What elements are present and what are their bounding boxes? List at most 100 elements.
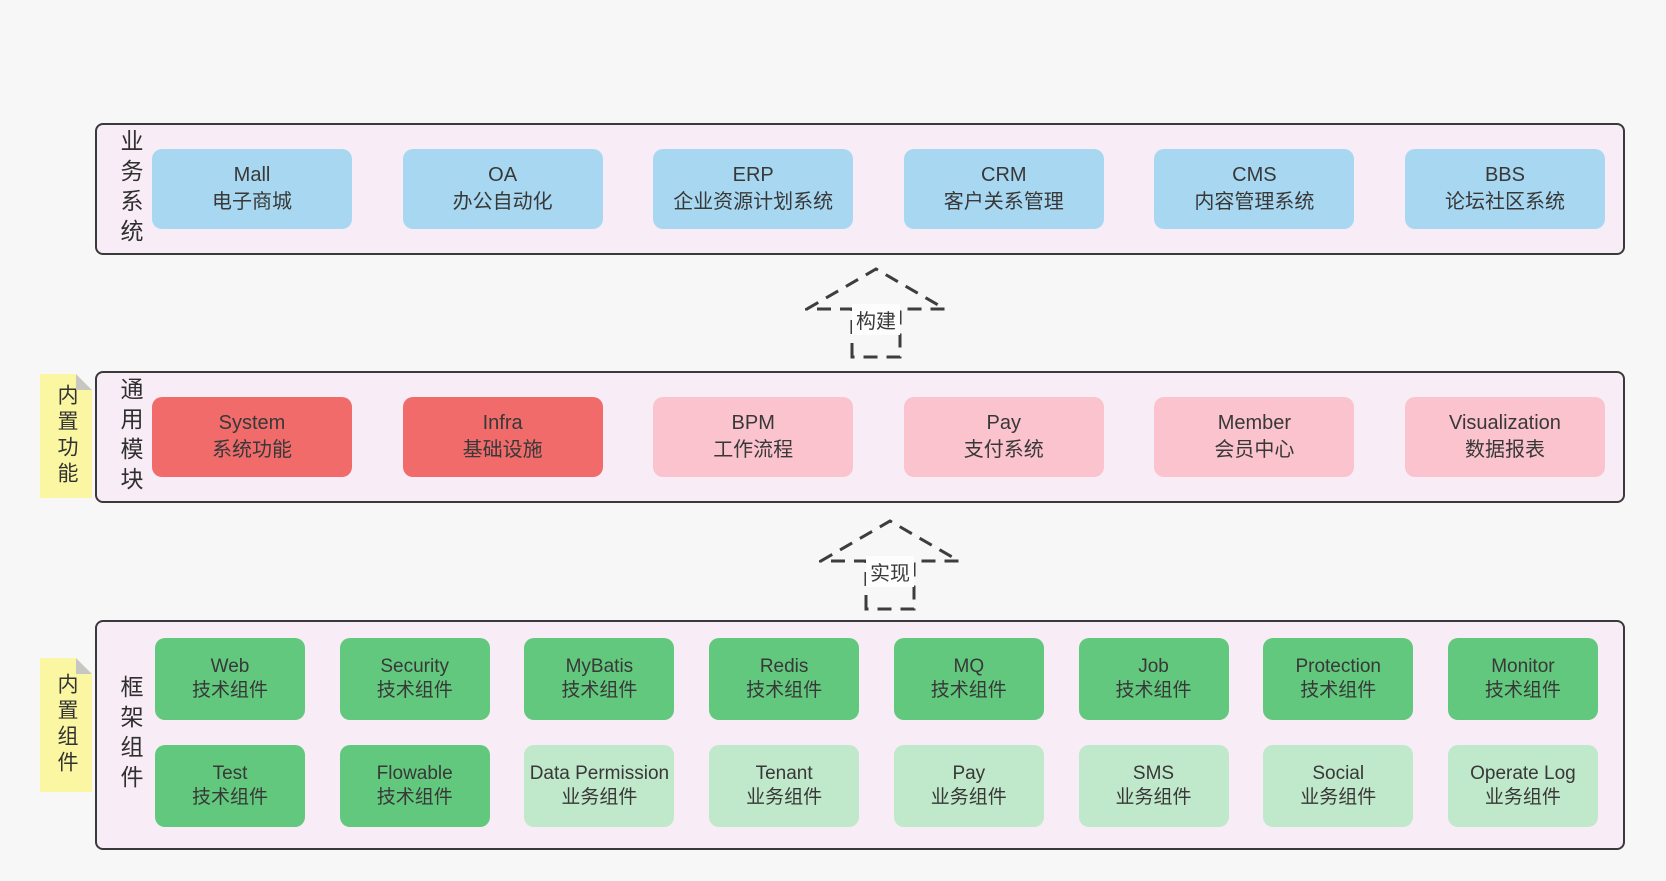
framework-components-band: 框架组件 Web 技术组件 Security 技术组件 MyBatis 技术组件… [95, 620, 1625, 850]
box-desc: 技术组件 [191, 787, 268, 808]
box-member: Member 会员中心 [1154, 397, 1355, 477]
box-protection: Protection 技术组件 [1263, 638, 1414, 720]
box-desc: 系统功能 [212, 439, 292, 461]
box-name: Pay [986, 412, 1022, 434]
box-name: Mall [233, 164, 271, 186]
box-name: Security [380, 656, 450, 677]
box-name: Member [1217, 412, 1292, 434]
box-name: Social [1312, 763, 1365, 784]
box-name: System [218, 412, 286, 434]
box-flowable: Flowable 技术组件 [339, 745, 490, 827]
sticky-built-in-features: 内置功能 [40, 374, 92, 498]
sticky-label: 内置组件 [55, 673, 78, 777]
common-modules-boxes: System 系统功能 Infra 基础设施 BPM 工作流程 Pay 支付系统… [152, 373, 1605, 501]
box-name: MyBatis [565, 656, 634, 677]
box-desc: 会员中心 [1214, 439, 1295, 461]
box-security: Security 技术组件 [339, 638, 490, 720]
box-data-permission: Data Permission 业务组件 [524, 745, 675, 827]
box-social: Social 业务组件 [1263, 745, 1414, 827]
box-redis: Redis 技术组件 [709, 638, 860, 720]
box-desc: 技术组件 [930, 680, 1007, 701]
box-system: System 系统功能 [152, 397, 352, 477]
box-desc: 业务组件 [1300, 787, 1377, 808]
box-desc: 办公自动化 [452, 191, 553, 213]
box-name: Monitor [1491, 656, 1555, 677]
box-name: BBS [1484, 164, 1525, 186]
biz-components-row: Test 技术组件 Flowable 技术组件 Data Permission … [155, 745, 1598, 827]
box-desc: 论坛社区系统 [1444, 191, 1565, 213]
business-systems-boxes: Mall 电子商城 OA 办公自动化 ERP 企业资源计划系统 CRM 客户关系… [152, 125, 1605, 253]
box-mq: MQ 技术组件 [893, 638, 1044, 720]
box-name: Test [212, 763, 248, 784]
box-desc: 客户关系管理 [943, 191, 1064, 213]
box-name: Visualization [1449, 412, 1561, 434]
framework-components-rows: Web 技术组件 Security 技术组件 MyBatis 技术组件 Redi… [155, 638, 1598, 827]
box-monitor: Monitor 技术组件 [1447, 638, 1598, 720]
box-sms: SMS 业务组件 [1078, 745, 1229, 827]
sticky-built-in-components: 内置组件 [40, 658, 92, 792]
box-pay-module: Pay 支付系统 [903, 397, 1104, 477]
box-cms: CMS 内容管理系统 [1154, 149, 1355, 229]
box-name: MQ [953, 656, 985, 677]
box-tenant: Tenant 业务组件 [709, 745, 860, 827]
band-label-framework-components: 框架组件 [117, 675, 143, 795]
box-desc: 数据报表 [1464, 439, 1545, 461]
band-label-common-modules: 通用模块 [117, 377, 143, 497]
box-desc: 基础设施 [462, 439, 543, 461]
dashed-up-arrow-icon [805, 267, 947, 359]
business-systems-band: 业务系统 Mall 电子商城 OA 办公自动化 ERP 企业资源计划系统 CRM… [95, 123, 1625, 255]
box-name: BPM [731, 412, 775, 434]
box-desc: 业务组件 [561, 787, 638, 808]
box-desc: 技术组件 [1484, 680, 1561, 701]
box-desc: 业务组件 [1484, 787, 1561, 808]
box-crm: CRM 客户关系管理 [903, 149, 1104, 229]
box-name: Web [210, 656, 250, 677]
box-desc: 业务组件 [1115, 787, 1192, 808]
box-name: Flowable [376, 763, 453, 784]
box-bbs: BBS 论坛社区系统 [1404, 149, 1605, 229]
box-name: Operate Log [1470, 763, 1576, 784]
common-modules-band: 通用模块 System 系统功能 Infra 基础设施 BPM 工作流程 Pay… [95, 371, 1625, 503]
box-desc: 内容管理系统 [1194, 191, 1315, 213]
box-desc: 技术组件 [376, 787, 453, 808]
band-label-business-systems: 业务系统 [117, 129, 143, 249]
box-desc: 业务组件 [746, 787, 823, 808]
box-pay-component: Pay 业务组件 [893, 745, 1044, 827]
box-desc: 技术组件 [561, 680, 638, 701]
box-name: CMS [1232, 164, 1277, 186]
box-name: ERP [732, 164, 774, 186]
box-name: Protection [1295, 656, 1381, 677]
tech-components-row: Web 技术组件 Security 技术组件 MyBatis 技术组件 Redi… [155, 638, 1598, 720]
box-name: CRM [981, 164, 1027, 186]
dashed-up-arrow-icon [819, 519, 961, 611]
box-name: SMS [1132, 763, 1175, 784]
box-name: Redis [759, 656, 809, 677]
build-arrow: 构建 [805, 264, 947, 359]
box-desc: 电子商城 [212, 191, 292, 213]
box-bpm: BPM 工作流程 [653, 397, 854, 477]
box-job: Job 技术组件 [1078, 638, 1229, 720]
box-desc: 技术组件 [376, 680, 453, 701]
box-desc: 技术组件 [1115, 680, 1192, 701]
box-visualization: Visualization 数据报表 [1404, 397, 1605, 477]
box-test: Test 技术组件 [155, 745, 305, 827]
implement-arrow-label: 实现 [866, 556, 914, 587]
box-oa: OA 办公自动化 [402, 149, 603, 229]
box-name: Job [1138, 656, 1169, 677]
box-name: Data Permission [529, 763, 670, 784]
box-mall: Mall 电子商城 [152, 149, 352, 229]
box-name: Tenant [755, 763, 813, 784]
folded-corner-icon [76, 374, 92, 390]
folded-corner-icon [76, 658, 92, 674]
box-erp: ERP 企业资源计划系统 [653, 149, 854, 229]
build-arrow-label: 构建 [852, 304, 900, 335]
box-web: Web 技术组件 [155, 638, 305, 720]
box-operate-log: Operate Log 业务组件 [1447, 745, 1598, 827]
box-name: Infra [482, 412, 523, 434]
box-desc: 技术组件 [1300, 680, 1377, 701]
box-infra: Infra 基础设施 [402, 397, 603, 477]
sticky-label: 内置功能 [55, 384, 78, 488]
box-desc: 业务组件 [930, 787, 1007, 808]
box-desc: 工作流程 [713, 439, 794, 461]
implement-arrow: 实现 [819, 516, 961, 611]
